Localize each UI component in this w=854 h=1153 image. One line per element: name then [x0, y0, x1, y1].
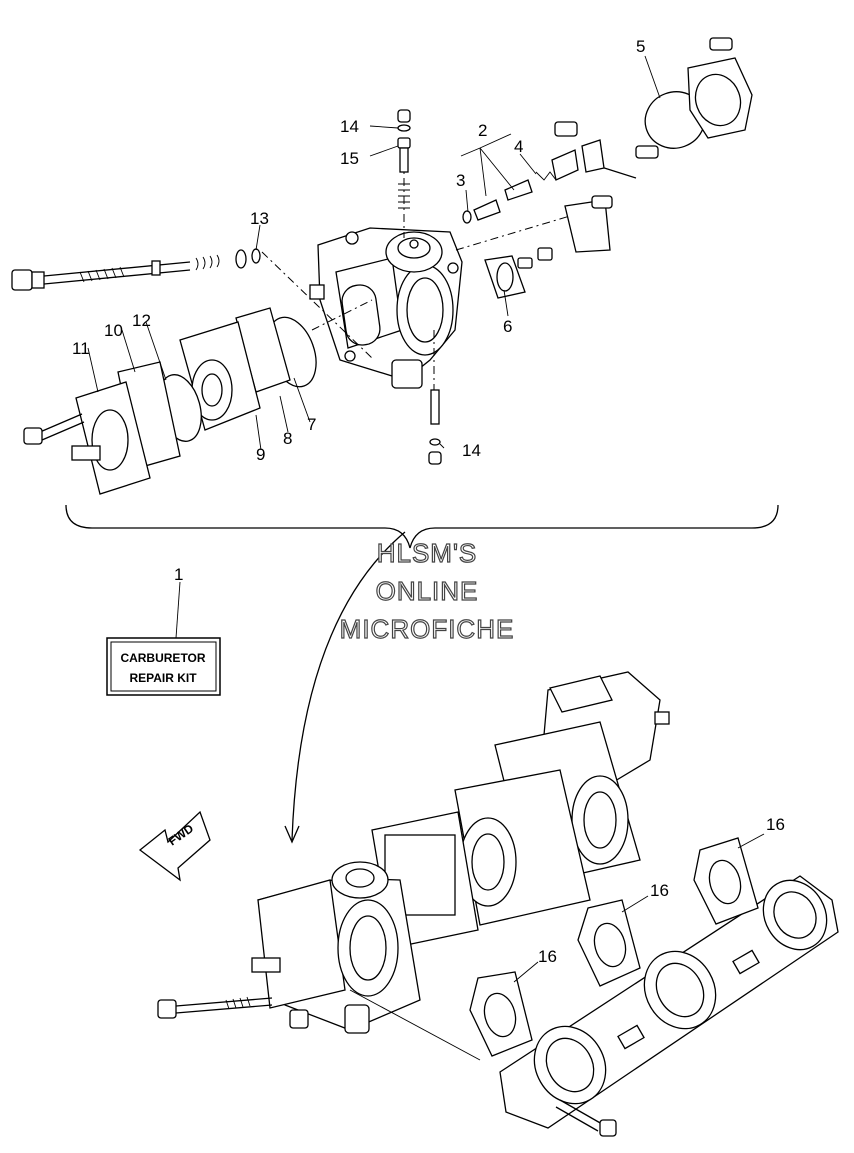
watermark-line-2: ONLINE — [376, 576, 479, 606]
callout-14-top: 14 — [340, 117, 359, 136]
centerline-pump — [311, 299, 373, 331]
watermark-line-3: MICROFICHE — [340, 614, 515, 644]
pilot-screw-assembly — [11, 248, 261, 291]
callout-1: 1 — [174, 565, 183, 584]
kit-line-1: CARBURETOR — [120, 651, 205, 665]
callout-16-left: 16 — [538, 947, 557, 966]
centerline-jets — [455, 209, 591, 251]
float-chamber-stack — [23, 307, 317, 495]
manifold-gaskets — [469, 837, 759, 1057]
fwd-arrow-icon: FWD — [138, 810, 211, 882]
callout-8: 8 — [283, 429, 292, 448]
leader-lines-lower — [175, 581, 765, 1061]
assembly-arrow — [291, 531, 406, 841]
callout-16-right: 16 — [766, 815, 785, 834]
kit-bracket — [65, 504, 779, 549]
jets-assembly — [462, 121, 659, 224]
callout-4: 4 — [514, 137, 523, 156]
kit-line-2: REPAIR KIT — [129, 671, 197, 685]
callout-15: 15 — [340, 149, 359, 168]
assembly-arrow-head — [284, 825, 300, 844]
carburetor-body-upper — [309, 227, 463, 389]
callout-5: 5 — [636, 37, 645, 56]
needle-valve-assembly-top — [397, 109, 411, 209]
callout-16-middle: 16 — [650, 881, 669, 900]
centerline-pilot — [261, 251, 373, 359]
callout-14-bottom: 14 — [462, 441, 481, 460]
callout-7: 7 — [307, 415, 316, 434]
watermark: HLSM'S ONLINE MICROFICHE — [339, 537, 515, 644]
main-jet-assembly-bottom — [428, 389, 442, 465]
callout-13: 13 — [250, 209, 269, 228]
callout-2: 2 — [478, 121, 487, 140]
callout-3: 3 — [456, 171, 465, 190]
callout-9: 9 — [256, 445, 265, 464]
intake-manifold — [499, 875, 839, 1137]
diaphragm-cover-assembly — [644, 37, 753, 149]
callout-10: 10 — [104, 321, 123, 340]
callout-12: 12 — [132, 311, 151, 330]
pump-gasket-assembly — [484, 195, 613, 299]
repair-kit-box: CARBURETOR REPAIR KIT — [106, 637, 221, 696]
callout-numbers: 1 2 3 4 5 6 7 8 9 10 11 12 13 14 14 15 1… — [72, 37, 785, 966]
callout-6: 6 — [503, 317, 512, 336]
callout-11: 11 — [72, 339, 90, 358]
watermark-line-1: HLSM'S — [377, 538, 478, 568]
leader-lines-upper — [87, 55, 661, 451]
carburetor-assembly-lower — [157, 671, 670, 1034]
